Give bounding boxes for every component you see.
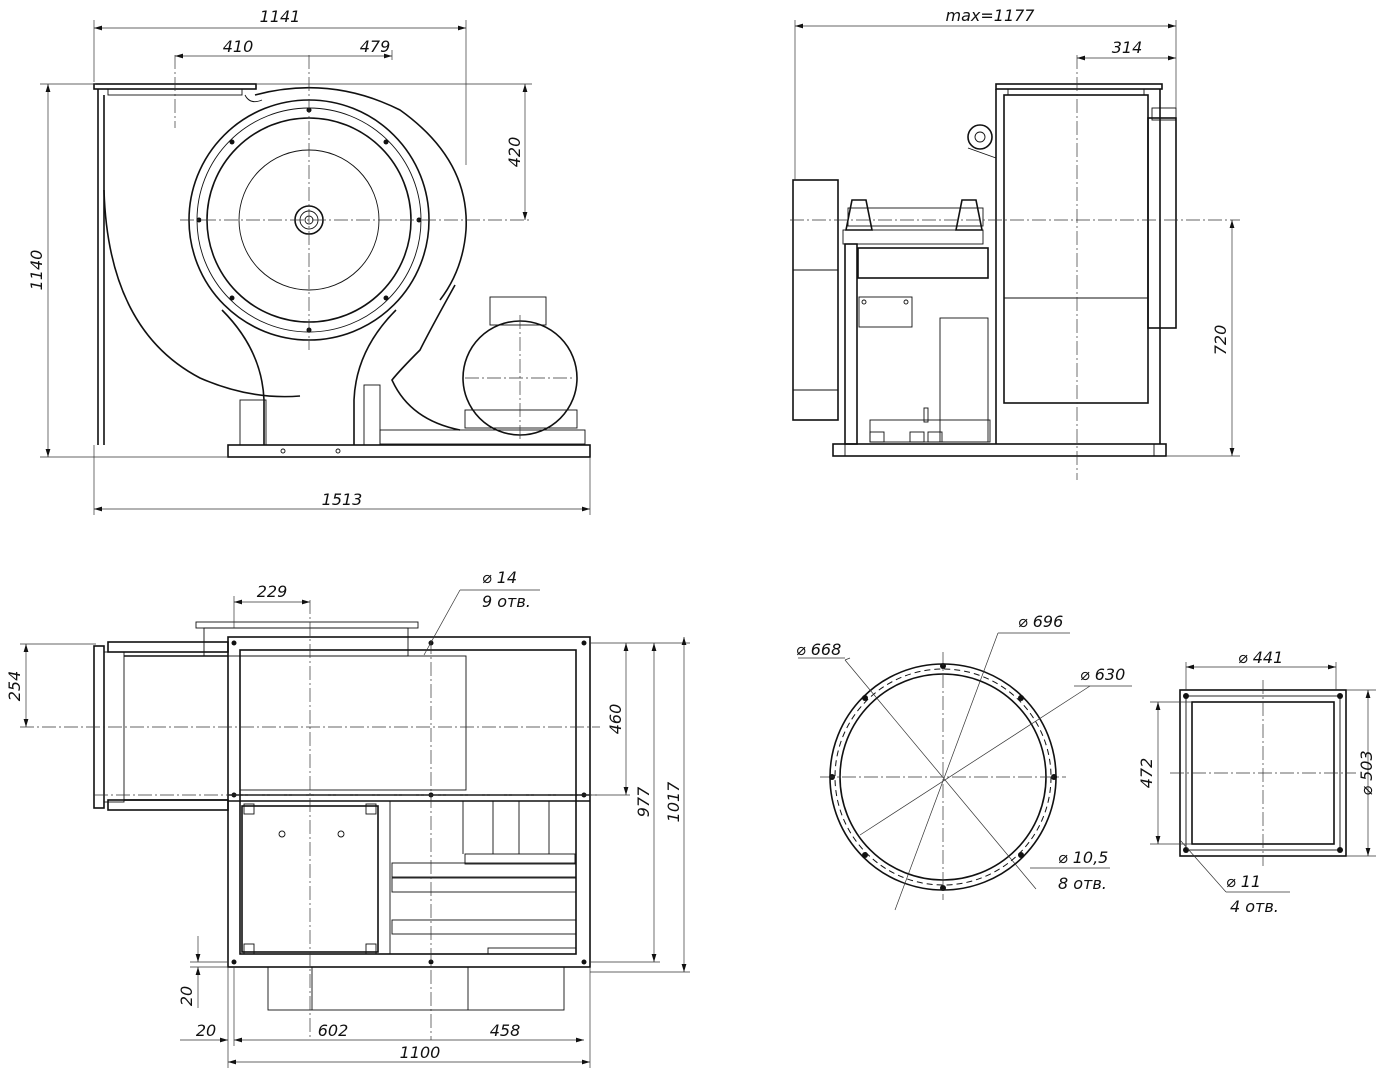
frame-holes — [231, 640, 587, 965]
dim-axis-height: 720 — [1211, 325, 1230, 356]
dim-left-offset: 410 — [223, 37, 254, 56]
dim-round-bolt: ⌀ 696 — [1018, 612, 1063, 631]
dim-square-outer: ⌀ 503 — [1357, 750, 1376, 795]
dim-edge-left: 20 — [196, 1021, 216, 1040]
dim-span-right: 458 — [490, 1021, 521, 1040]
side-base — [832, 443, 1167, 457]
plan-frame — [227, 636, 591, 968]
round-flange-view: ⌀ 668 ⌀ 696 ⌀ 630 ⌀ 10,5 8 отв. — [796, 612, 1132, 911]
dim-right-offset: 479 — [360, 37, 391, 56]
callout-holes-count: 9 отв. — [482, 592, 531, 611]
side-view: max=1177 314 720 — [790, 6, 1240, 480]
motor-terminal-box — [489, 296, 547, 326]
dim-base-length: 1513 — [322, 490, 363, 509]
dim-overall-depth: 1017 — [664, 781, 683, 823]
dim-round-outer: ⌀ 668 — [796, 640, 841, 659]
dim-flange-depth: 314 — [1112, 38, 1143, 57]
dim-edge-offset: 20 — [177, 986, 196, 1006]
dim-frame-depth: 977 — [634, 786, 653, 817]
dim-round-inner: ⌀ 630 — [1080, 665, 1125, 684]
square-flange-view: ⌀ 441 472 ⌀ 503 ⌀ 11 4 отв. — [1137, 648, 1376, 916]
dim-frame-length: 1100 — [400, 1043, 441, 1062]
callout-square-holes-diameter: ⌀ 11 — [1226, 872, 1261, 891]
dim-span-left: 602 — [318, 1021, 349, 1040]
square-flange-holes — [1183, 693, 1343, 853]
callout-holes-diameter: ⌀ 14 — [482, 568, 517, 587]
round-flange-holes — [829, 663, 1057, 891]
dim-square-width: ⌀ 441 — [1238, 648, 1283, 667]
callout-round-holes-diameter: ⌀ 10,5 — [1058, 848, 1108, 867]
dim-inner-depth: 460 — [606, 704, 625, 735]
motor-side — [792, 179, 839, 421]
base-frame — [227, 444, 591, 458]
dim-max-length: max=1177 — [946, 6, 1036, 25]
dim-outlet-offset: 229 — [257, 582, 288, 601]
plan-view: 229 254 460 977 1017 20 20 602 458 1100 … — [5, 568, 690, 1068]
inlet-flange-side — [1147, 117, 1177, 329]
callout-round-holes-count: 8 отв. — [1058, 874, 1107, 893]
fan-housing-side — [1003, 94, 1149, 404]
dim-height: 1140 — [27, 250, 46, 291]
plan-motor — [267, 966, 565, 1011]
dim-square-inner: 472 — [1137, 758, 1156, 789]
dim-outlet-axis: 254 — [5, 671, 24, 702]
front-view: 1141 410 479 1140 420 1513 — [27, 7, 591, 515]
dim-outlet-height: 420 — [505, 137, 524, 168]
callout-square-holes-count: 4 отв. — [1230, 897, 1279, 916]
dim-overall-width: 1141 — [260, 7, 301, 26]
